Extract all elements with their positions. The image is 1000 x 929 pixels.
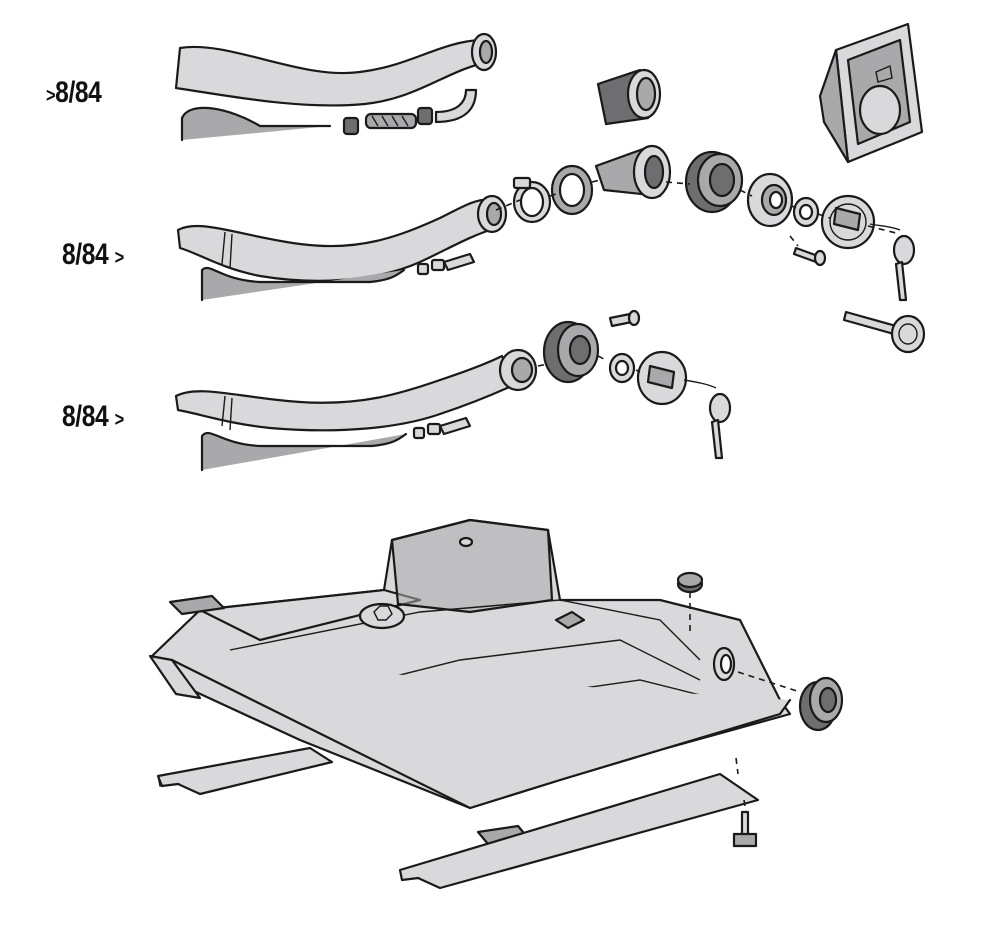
fuel-tank [148,518,792,810]
hose-clamp [512,176,552,224]
spare-key [842,310,926,354]
sealing-ring [550,164,594,216]
locking-fuel-cap-row3 [636,350,688,406]
filler-neck-8-84-b [174,348,538,432]
cap-key-row3 [683,379,732,460]
vent-hose-8-84-a [200,252,476,302]
label-arrow: > [114,409,125,431]
tank-grommet-side [798,676,844,732]
label-date: 8/84 [55,76,102,109]
filler-neck-sleeve [596,68,662,126]
label-arrow: > [46,85,56,107]
variant-label-pre-8-84: >8/84 [46,76,102,110]
vent-hose-pre-8-84 [180,88,478,142]
cap-key-on-chain [869,223,916,302]
tank-strap-left [156,746,334,796]
filler-spout-adapter [594,144,672,200]
filler-neck-pre-8-84 [174,32,498,107]
filler-neck-8-84-a [176,194,508,282]
variant-label-post-8-84-a: 8/84 > [62,238,124,272]
strap-bolt [732,810,758,848]
vent-hose-8-84-b [200,416,472,472]
tank-mounting-pad-left [168,594,226,616]
variant-label-post-8-84-b: 8/84 > [62,400,124,434]
label-arrow: > [114,247,125,269]
tank-strap-right [398,772,760,890]
locking-fuel-cap [820,194,876,250]
gasket-row3 [608,352,636,384]
fuel-door-housing [818,22,924,164]
label-date: 8/84 [62,238,109,271]
screw [792,246,827,267]
rubber-grommet-row3 [542,320,600,384]
screw-row3 [608,309,641,328]
tank-bolt-plug-top [676,571,704,594]
filler-flange [746,172,794,228]
label-date: 8/84 [62,400,109,433]
rubber-grommet-large [684,150,744,214]
gasket-small [792,196,820,228]
